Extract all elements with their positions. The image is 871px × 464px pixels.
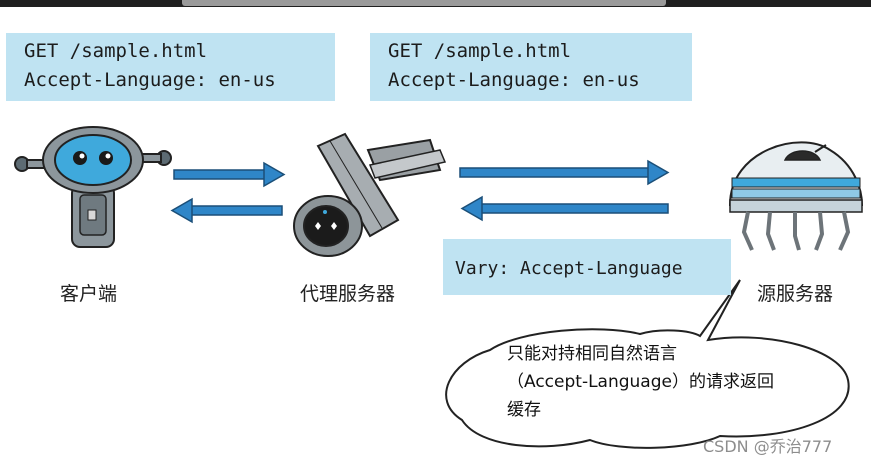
client-request-line-2: Accept-Language: en-us	[24, 69, 276, 91]
top-bar	[0, 0, 871, 7]
cache-note-line-2: （Accept-Language）的请求返回	[507, 372, 774, 392]
origin-jellyfish-icon	[728, 141, 864, 251]
vary-header-box: Vary: Accept-Language	[443, 239, 731, 295]
arrow-proxy-to-client	[170, 197, 283, 224]
arrow-proxy-to-origin	[459, 159, 670, 186]
cache-note-line-3: 缓存	[507, 400, 541, 420]
arrow-origin-to-proxy	[460, 195, 669, 222]
cache-note: 只能对持相同自然语言 （Accept-Language）的请求返回 缓存	[507, 340, 807, 424]
client-request-line-1: GET /sample.html	[24, 40, 208, 62]
watermark: CSDN @乔治777	[703, 437, 833, 456]
cache-note-line-1: 只能对持相同自然语言	[507, 344, 677, 364]
proxy-request-line-2: Accept-Language: en-us	[388, 69, 640, 91]
arrow-client-to-proxy	[173, 161, 286, 188]
proxy-label: 代理服务器	[300, 283, 396, 305]
top-bar-strip	[182, 0, 666, 6]
origin-label: 源服务器	[757, 283, 834, 305]
proxy-request-box: GET /sample.html Accept-Language: en-us	[370, 33, 692, 101]
speech-bubble	[445, 279, 850, 449]
client-robot-icon	[14, 126, 172, 248]
client-label: 客户端	[60, 283, 118, 305]
client-request-box: GET /sample.html Accept-Language: en-us	[6, 33, 335, 101]
proxy-satellite-icon	[293, 132, 447, 257]
proxy-request-line-1: GET /sample.html	[388, 40, 572, 62]
